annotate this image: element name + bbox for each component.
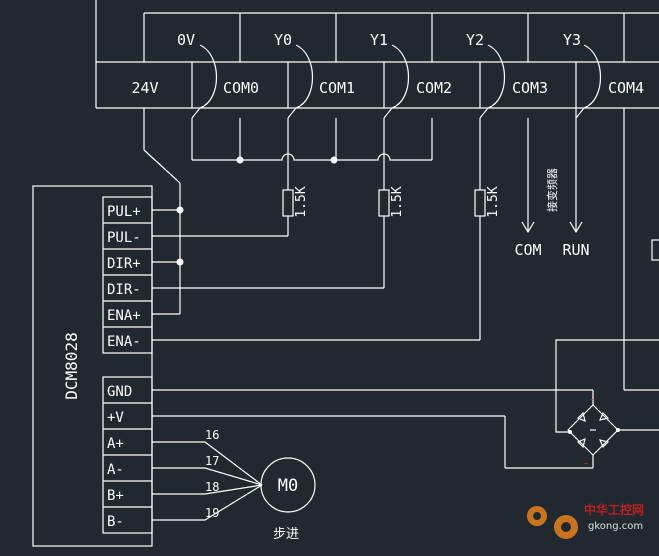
crossover-arc-y2 [479, 44, 506, 119]
crossover-arc-y1 [383, 44, 410, 119]
crossover-arc-y0 [287, 44, 314, 119]
plc-label-y0: Y0 [274, 31, 292, 49]
driver-pins-top: PUL+ PUL- DIR+ DIR- ENA+ ENA- [102, 196, 153, 354]
partial-component [651, 239, 659, 261]
junction-dot [176, 206, 184, 214]
plc-label-com0: COM0 [223, 79, 259, 97]
com-bus [191, 118, 433, 164]
motor-wiring: 16 17 18 19 M0 步进 [152, 428, 316, 542]
pin-pul-plus: PUL+ [107, 204, 141, 220]
com-label: COM [514, 241, 541, 259]
resistor-y0 [282, 189, 294, 217]
pin-plus-v: +V [107, 410, 124, 426]
supply-wire [143, 108, 184, 315]
wire-number-18: 18 [205, 480, 219, 494]
arrow-down-icon [521, 221, 535, 234]
stepper-driver: DCM8028 PUL+ PUL- DIR+ DIR- ENA+ ENA- GN… [32, 185, 153, 547]
resistor-label-y0: 1.5K [294, 186, 309, 217]
watermark: 中华工控网 gkong.com [527, 502, 644, 539]
plc-terminal-block: 0V Y0 Y1 Y2 Y3 24V COM0 COM1 COM2 COM3 C… [95, 0, 659, 119]
wire-number-19: 19 [205, 506, 219, 520]
pin-a-minus: A- [107, 462, 124, 478]
wire-number-17: 17 [205, 454, 219, 468]
pin-pul-minus: PUL- [107, 230, 141, 246]
pin-ena-minus: ENA- [107, 334, 141, 350]
bridge-mark-bottom: ~ [583, 460, 589, 468]
arrow-down-icon [569, 221, 583, 234]
inverter-note: 接变频器 [545, 168, 559, 212]
plc-label-com3: COM3 [512, 79, 548, 97]
bridge-mark-top: ~ [590, 396, 596, 404]
plc-label-com4: COM4 [608, 79, 644, 97]
resistor-y2 [474, 189, 486, 217]
plc-label-com2: COM2 [416, 79, 452, 97]
crossover-arc-y3 [575, 44, 602, 119]
motor-symbol [260, 457, 316, 513]
plc-label-y3: Y3 [563, 31, 581, 49]
pin-a-plus: A+ [107, 436, 124, 452]
plc-label-y2: Y2 [466, 31, 484, 49]
crossover-arc-0v [191, 44, 218, 119]
gear-icon [527, 506, 578, 539]
resistor-label-y2: 1.5K [486, 186, 501, 217]
power-wires [152, 108, 659, 469]
pin-gnd: GND [107, 384, 132, 400]
pin-dir-minus: DIR- [107, 282, 141, 298]
plc-label-0v: 0V [177, 31, 195, 49]
watermark-url: gkong.com [588, 521, 643, 532]
pin-ena-plus: ENA+ [107, 308, 141, 324]
inverter-signals: COM RUN 接变频器 [514, 118, 590, 259]
driver-pins-bottom: GND +V A+ A- B+ B- [102, 376, 153, 534]
junction-dot [236, 156, 244, 164]
driver-name: DCM8028 [62, 332, 81, 399]
plc-label-y1: Y1 [370, 31, 388, 49]
resistor-y1 [378, 189, 390, 217]
resistor-label-y1: 1.5K [390, 186, 405, 217]
pin-b-minus: B- [107, 514, 124, 530]
pin-dir-plus: DIR+ [107, 256, 141, 272]
watermark-cn: 中华工控网 [584, 502, 644, 517]
plc-label-com1: COM1 [319, 79, 355, 97]
junction-dot [176, 258, 184, 266]
junction-dot [330, 156, 338, 164]
output-wires: 1.5K 1.5K 1.5K [152, 118, 501, 341]
motor-label: M0 [278, 476, 298, 496]
rectifier-bridge: ~ ~ [567, 396, 659, 468]
run-label: RUN [562, 241, 589, 259]
wire-number-16: 16 [205, 428, 219, 442]
motor-caption: 步进 [273, 527, 299, 542]
pin-b-plus: B+ [107, 488, 124, 504]
plc-label-24v: 24V [131, 79, 158, 97]
